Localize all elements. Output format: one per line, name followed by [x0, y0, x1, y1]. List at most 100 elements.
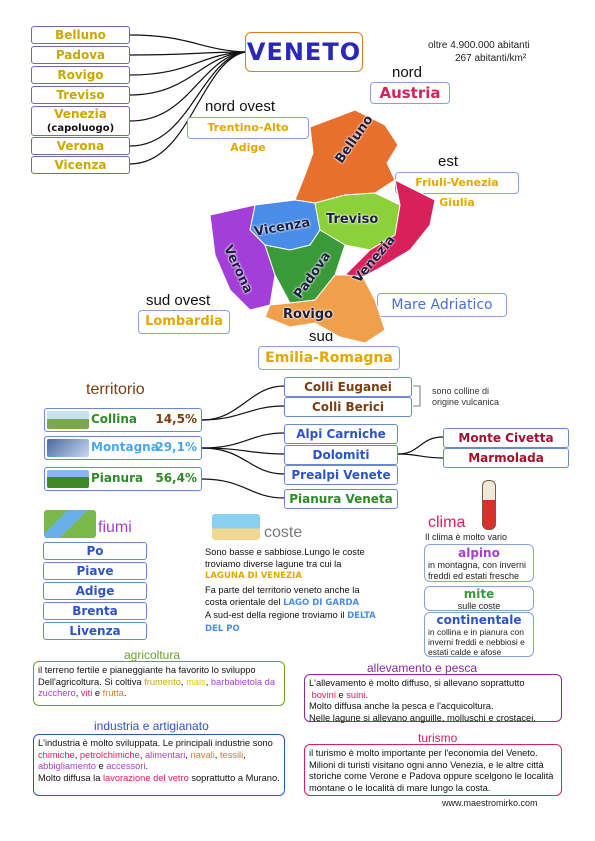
ind-abbigliamento: abbigliamento — [38, 761, 96, 772]
clima-alpino-desc: in montagna, con inverni freddi ed estat… — [428, 560, 527, 581]
province-box-treviso: Treviso — [31, 86, 130, 104]
dir-east: est — [438, 153, 459, 170]
agri-viti: viti — [80, 688, 93, 699]
province-box-belluno: Belluno — [31, 26, 130, 44]
footer-url: www.maestromirko.com — [442, 798, 538, 808]
delta-po: DELTA DEL PO — [205, 611, 376, 634]
river-po: Po — [43, 542, 147, 560]
dir-northwest: nord ovest — [205, 98, 276, 115]
agri-frutta: frutta — [102, 688, 124, 699]
map-label-treviso: Treviso — [326, 212, 379, 227]
mountain-dolomiti: Dolomiti — [284, 445, 398, 465]
agri-sep-2: , — [205, 676, 209, 687]
alle-text-3: Nelle lagune si allevano anguille, mollu… — [309, 712, 536, 723]
territorio-row-collina: Collina 14,5% — [44, 408, 202, 432]
clima-mite-box: mite sulle coste — [424, 586, 534, 611]
industria-title: industria e artigianato — [94, 719, 209, 733]
river-image — [44, 510, 96, 538]
hill-colli-berici: Colli Berici — [284, 397, 412, 417]
ind-text-1: L'industria è molto sviluppata. Le princ… — [38, 738, 273, 748]
agri-mais: mais — [186, 676, 206, 687]
agri-frumento: frumento — [144, 676, 181, 687]
pianura-pct: 56,4% — [155, 471, 197, 485]
territorio-row-pianura: Pianura 56,4% — [44, 467, 202, 491]
neighbor-trentino: Trentino-Alto Adige — [187, 117, 309, 154]
agri-text: il terreno fertile e pianeggiante ha fav… — [38, 665, 256, 687]
turismo-text: il turismo è molto importante per l'econ… — [309, 748, 554, 793]
dir-north: nord — [392, 64, 423, 81]
veneto-map — [209, 109, 436, 344]
hills-note-2: origine vulcanica — [432, 397, 500, 407]
turismo-panel: il turismo è molto importante per l'econ… — [304, 744, 562, 796]
neighbor-friuli: Friuli-Venezia Giulia — [395, 172, 519, 209]
montagna-pct: 29,1% — [155, 440, 197, 454]
neighbor-lombardia: Lombardia — [138, 310, 230, 334]
allevamento-panel: L'allevamento è molto diffuso, si alleva… — [304, 674, 562, 723]
river-piave: Piave — [43, 562, 147, 580]
river-brenta: Brenta — [43, 602, 147, 620]
hills-note-1: sono colline di — [432, 386, 490, 396]
dir-south: sud — [309, 328, 334, 345]
dir-southwest: sud ovest — [146, 292, 211, 309]
population-total: oltre 4.900.000 abitanti — [428, 40, 530, 51]
pianura-label: Pianura — [91, 471, 144, 485]
collina-label: Collina — [91, 412, 138, 426]
province-box-verona: Verona — [31, 137, 130, 155]
map-region-padova — [264, 229, 346, 304]
ind-text-2: Molto diffusa la — [38, 772, 101, 783]
plain-image — [47, 470, 89, 488]
peak-monte-civetta: Monte Civetta — [443, 428, 569, 448]
clima-mite-desc: sulle coste — [457, 601, 501, 611]
map-region-verona — [209, 204, 276, 311]
fiumi-title: fiumi — [98, 519, 132, 536]
allevamento-title: allevamento e pesca — [367, 661, 478, 675]
ind-petrolchimiche: petrolchimiche — [79, 749, 140, 760]
coste-text-3: A sud-est della regione troviamo il — [205, 610, 345, 620]
province-venezia-label: Venezia — [54, 107, 107, 121]
ind-chimiche: chimiche — [38, 749, 75, 760]
ind-vetro: lavorazione del vetro — [102, 772, 189, 783]
industria-panel: L'industria è molto sviluppata. Le princ… — [33, 734, 285, 796]
mountain-prealpi-venete: Prealpi Venete — [284, 465, 398, 485]
neighbor-austria: Austria — [370, 82, 450, 104]
alle-and: e — [338, 689, 344, 700]
map-label-rovigo: Rovigo — [283, 307, 334, 322]
clima-continentale-box: continentale in collina e in pianura con… — [424, 612, 534, 657]
alle-end: . — [365, 689, 368, 700]
clima-title: clima — [428, 514, 466, 531]
clima-continentale: continentale — [436, 613, 522, 627]
coste-text-1: Sono basse e sabbiose.Lungo le coste tro… — [205, 547, 365, 569]
alle-text-2: Molto diffusa anche la pesca e l'acquico… — [309, 701, 494, 712]
alle-text-1: L'allevamento è molto diffuso, si alleva… — [309, 678, 525, 688]
agricoltura-title: agricoltura — [124, 648, 181, 662]
hill-colli-euganei: Colli Euganei — [284, 377, 412, 397]
clima-intro: Il clima è molto vario — [425, 532, 508, 542]
population-density: 267 abitanti/km² — [455, 53, 527, 64]
peak-marmolada: Marmolada — [443, 448, 569, 468]
river-adige: Adige — [43, 582, 147, 600]
alle-suini: suini — [346, 689, 366, 700]
province-box-vicenza: Vicenza — [31, 156, 130, 174]
montagna-label: Montagna — [91, 440, 159, 454]
plain-pianura-veneta: Pianura Veneta — [284, 489, 398, 509]
ind-navali: navali — [190, 749, 215, 760]
page-title: VENETO — [245, 32, 363, 72]
ind-accessori: accessori — [106, 761, 146, 772]
beach-image — [212, 514, 260, 540]
coste-paragraph-2: Fa parte del territorio veneto anche la … — [205, 585, 383, 609]
capital-note: (capoluogo) — [46, 123, 115, 134]
alle-bovini: bovini — [311, 689, 336, 700]
neighbor-emilia: Emilia-Romagna — [258, 346, 400, 370]
territorio-row-montagna: Montagna 29,1% — [44, 436, 202, 460]
territorio-title: territorio — [86, 381, 145, 398]
agri-end: . — [123, 688, 127, 699]
mountain-alpi-carniche: Alpi Carniche — [284, 424, 398, 444]
laguna-venezia: LAGUNA DI VENEZIA — [205, 571, 302, 582]
map-region-rovigo — [264, 274, 386, 344]
clima-alpino: alpino — [458, 546, 500, 560]
turismo-title: turismo — [418, 731, 458, 745]
ind-alimentari: alimentari — [144, 749, 186, 760]
province-box-padova: Padova — [31, 46, 130, 64]
coste-paragraph-1: Sono basse e sabbiose.Lungo le coste tro… — [205, 547, 383, 583]
